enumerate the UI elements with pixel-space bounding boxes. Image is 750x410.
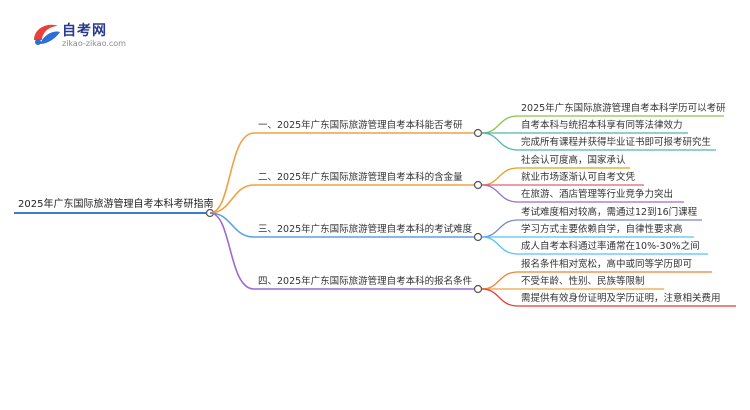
connector-leaf-2-1 — [481, 167, 519, 186]
leaf-3-3-label[interactable]: 成人自考本科通过率通常在10%-30%之间 — [521, 241, 700, 252]
branch-2-dot[interactable] — [473, 180, 483, 190]
logo-subtitle: zikao-zikao.com — [62, 39, 126, 48]
branch-2-label[interactable]: 二、2025年广东国际旅游管理自考本科的含金量 — [258, 172, 463, 183]
logo-title: 自考网 — [62, 23, 107, 39]
branch-1-dot[interactable] — [473, 128, 483, 138]
leaf-3-2-label[interactable]: 学习方式主要依赖自学，自律性要求高 — [521, 224, 683, 235]
leaf-3-1-label[interactable]: 考试难度相对较高，需通过12到16门课程 — [521, 207, 698, 218]
logo-mark-icon — [34, 24, 60, 45]
connector-leaf-4-3 — [481, 288, 519, 307]
branch-4-dot[interactable] — [473, 284, 483, 294]
connector-leaf-4-1 — [481, 271, 519, 290]
connector-leaf-2-3 — [481, 184, 519, 203]
leaf-2-3-label[interactable]: 在旅游、酒店管理等行业竞争力突出 — [521, 189, 674, 200]
leaf-4-2-label[interactable]: 不受年龄、性别、民族等限制 — [521, 276, 645, 287]
root-node-label[interactable]: 2025年广东国际旅游管理自考本科考研指南 — [18, 199, 214, 210]
leaf-4-1-label[interactable]: 报名条件相对宽松，高中或同等学历即可 — [521, 259, 693, 270]
connector-leaf-1-1 — [481, 115, 519, 134]
leaf-1-3-label[interactable]: 完成所有课程并获得毕业证书即可报考研究生 — [521, 137, 712, 148]
leaf-1-1-label[interactable]: 2025年广东国际旅游管理自考本科学历可以考研 — [521, 103, 726, 114]
connector-branch-3 — [209, 212, 255, 238]
connector-branch-2 — [209, 184, 255, 214]
leaf-1-2-label[interactable]: 自考本科与统招本科享有同等法律效力 — [521, 120, 683, 131]
connector-leaf-3-3 — [481, 236, 519, 255]
leaf-4-3-label[interactable]: 需提供有效身份证明及学历证明，注意相关费用 — [521, 293, 721, 304]
branch-1-label[interactable]: 一、2025年广东国际旅游管理自考本科能否考研 — [258, 120, 463, 131]
branch-4-label[interactable]: 四、2025年广东国际旅游管理自考本科的报名条件 — [258, 276, 473, 287]
connector-branch-1 — [209, 132, 255, 214]
leaf-2-2-label[interactable]: 就业市场逐渐认可自考文凭 — [521, 172, 636, 183]
leaf-2-1-label[interactable]: 社会认可度高，国家承认 — [521, 155, 626, 166]
connector-leaf-3-1 — [481, 219, 519, 238]
site-logo[interactable] — [30, 18, 170, 54]
branch-3-dot[interactable] — [473, 232, 483, 242]
connector-branch-4 — [209, 212, 255, 290]
branch-3-label[interactable]: 三、2025年广东国际旅游管理自考本科的考试难度 — [258, 224, 473, 235]
connector-leaf-1-3 — [481, 132, 519, 151]
